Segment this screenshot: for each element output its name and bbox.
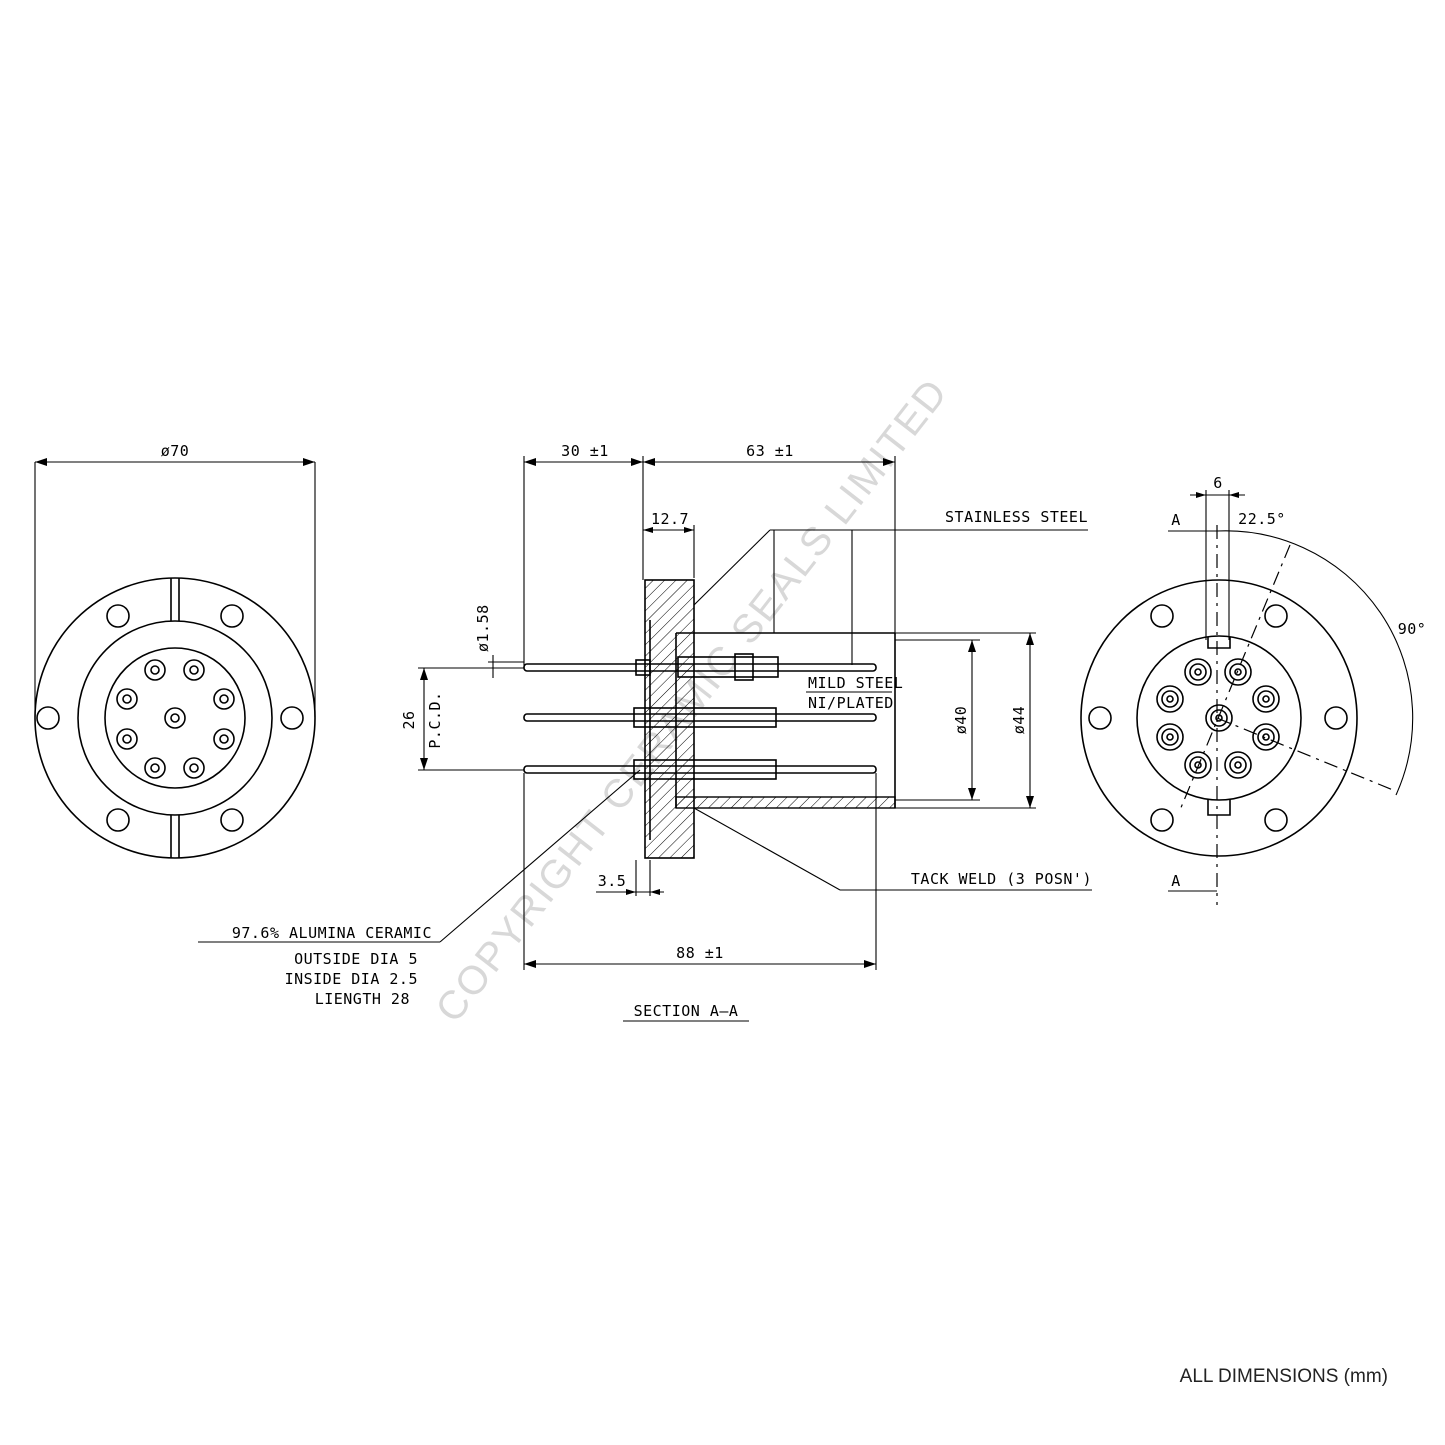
- dim-12-7: 12.7: [651, 510, 689, 528]
- dim-26: 26: [400, 710, 418, 729]
- dim-30: 30 ±1: [561, 442, 609, 460]
- section-title: SECTION A–A: [634, 1002, 739, 1020]
- dim-d40: ø40: [952, 706, 970, 735]
- dim-88: 88 ±1: [676, 944, 724, 962]
- angle-22-5: 22.5°: [1238, 510, 1286, 528]
- label-inside-dia: INSIDE DIA 2.5: [285, 970, 418, 988]
- left-diameter-label: ø70: [161, 442, 190, 460]
- label-tack-weld: TACK WELD (3 POSN'): [911, 870, 1092, 888]
- label-length: LIENGTH 28: [315, 990, 410, 1008]
- dim-d44: ø44: [1010, 706, 1028, 735]
- dim-3-5: 3.5: [598, 872, 627, 890]
- section-mark-top: A: [1171, 511, 1181, 529]
- left-flange-view: ø70: [34, 442, 316, 859]
- label-ni-plated: NI/PLATED: [808, 694, 894, 712]
- dim-63: 63 ±1: [746, 442, 794, 460]
- label-alumina: 97.6% ALUMINA CERAMIC: [232, 924, 432, 942]
- units-note: ALL DIMENSIONS (mm): [1180, 1366, 1388, 1387]
- label-outside-dia: OUTSIDE DIA 5: [294, 950, 418, 968]
- pcd-label: P.C.D.: [426, 691, 444, 748]
- label-stainless-steel: STAINLESS STEEL: [945, 508, 1088, 526]
- right-flange-view: 6 A A 22.5° 90°: [1080, 474, 1427, 905]
- section-mark-bottom: A: [1171, 872, 1181, 890]
- dim-d158: ø1.58: [474, 604, 492, 652]
- dim-6: 6: [1213, 474, 1223, 492]
- angle-90: 90°: [1398, 620, 1427, 638]
- label-mild-steel: MILD STEEL: [808, 674, 903, 692]
- section-view: 30 ±1 63 ±1 12.7 STAINLESS STEEL ø1.58 2…: [198, 442, 1092, 1022]
